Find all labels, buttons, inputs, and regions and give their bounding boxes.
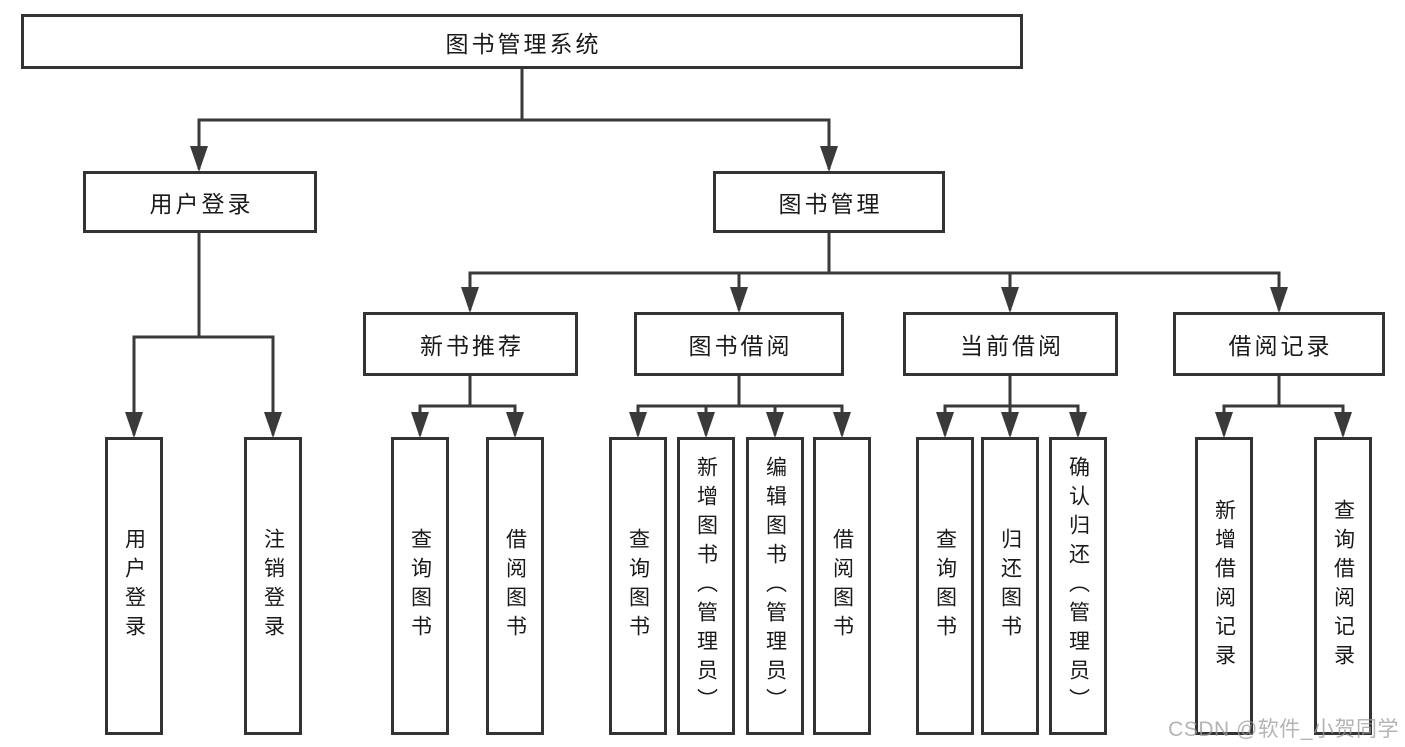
arrowhead-icon	[461, 287, 479, 313]
node-label: 图书管理系统	[445, 30, 602, 57]
node-leaf-query-book-3: 查询图书	[916, 437, 974, 735]
arrowhead-icon	[1334, 412, 1352, 438]
node-book-borrowing: 图书借阅	[634, 312, 844, 376]
arrowhead-icon	[506, 412, 524, 438]
arrowheads	[125, 146, 1352, 438]
node-leaf-user-login: 用户登录	[105, 437, 163, 735]
node-label: 借阅图书	[503, 528, 527, 644]
arrowhead-icon	[1215, 412, 1233, 438]
node-label: 用户登录	[122, 528, 146, 644]
arrowhead-icon	[833, 412, 851, 438]
node-user-login: 用户登录	[83, 171, 317, 233]
node-leaf-add-borrow-record: 新增借阅记录	[1195, 437, 1253, 735]
arrowhead-icon	[820, 146, 838, 172]
node-current-borrowing: 当前借阅	[903, 312, 1118, 376]
node-label: 新增借阅记录	[1212, 499, 1236, 673]
node-label: 查询借阅记录	[1331, 499, 1355, 673]
node-leaf-query-book-2: 查询图书	[609, 437, 667, 735]
arrowhead-icon	[264, 412, 282, 438]
node-leaf-logout: 注销登录	[244, 437, 302, 735]
node-label: 借阅图书	[830, 528, 854, 644]
arrowhead-icon	[1001, 287, 1019, 313]
node-leaf-edit-book: 编辑图书（管理员）	[746, 437, 804, 735]
arrowhead-icon	[766, 412, 784, 438]
node-label: 注销登录	[261, 528, 285, 644]
node-label: 查询图书	[408, 528, 432, 644]
node-label: 图书管理	[778, 191, 883, 217]
arrowhead-icon	[411, 412, 429, 438]
node-new-book-recommend: 新书推荐	[363, 312, 578, 376]
node-label: 借阅记录	[1228, 333, 1333, 359]
arrowhead-icon	[697, 412, 715, 438]
node-root: 图书管理系统	[21, 14, 1023, 69]
node-label: 新增图书（管理员）	[694, 455, 718, 717]
node-label: 图书借阅	[688, 333, 793, 359]
node-leaf-return-book: 归还图书	[981, 437, 1039, 735]
arrowhead-icon	[1069, 412, 1087, 438]
node-leaf-query-book-1: 查询图书	[391, 437, 449, 735]
arrowhead-icon	[629, 412, 647, 438]
node-book-management: 图书管理	[713, 171, 945, 233]
arrowhead-icon	[190, 146, 208, 172]
node-label: 查询图书	[933, 528, 957, 644]
node-label: 归还图书	[998, 528, 1022, 644]
node-label: 查询图书	[626, 528, 650, 644]
node-label: 编辑图书（管理员）	[763, 455, 787, 717]
node-label: 用户登录	[149, 191, 254, 217]
node-leaf-query-borrow-record: 查询借阅记录	[1314, 437, 1372, 735]
node-leaf-borrow-book-1: 借阅图书	[486, 437, 544, 735]
node-label: 当前借阅	[960, 333, 1064, 359]
arrowhead-icon	[1001, 412, 1019, 438]
node-leaf-add-book: 新增图书（管理员）	[677, 437, 735, 735]
arrowhead-icon	[936, 412, 954, 438]
watermark-text: CSDN @软件_小贺同学	[1168, 718, 1399, 741]
node-label: 确认归还（管理员）	[1066, 455, 1090, 717]
arrowhead-icon	[125, 412, 143, 438]
arrowhead-icon	[1270, 287, 1288, 313]
node-leaf-confirm-return: 确认归还（管理员）	[1049, 437, 1107, 735]
node-borrowing-records: 借阅记录	[1173, 312, 1385, 376]
arrowhead-icon	[730, 287, 748, 313]
node-label: 新书推荐	[420, 333, 524, 359]
node-leaf-borrow-book-2: 借阅图书	[813, 437, 871, 735]
connector-paths	[132, 69, 1345, 435]
